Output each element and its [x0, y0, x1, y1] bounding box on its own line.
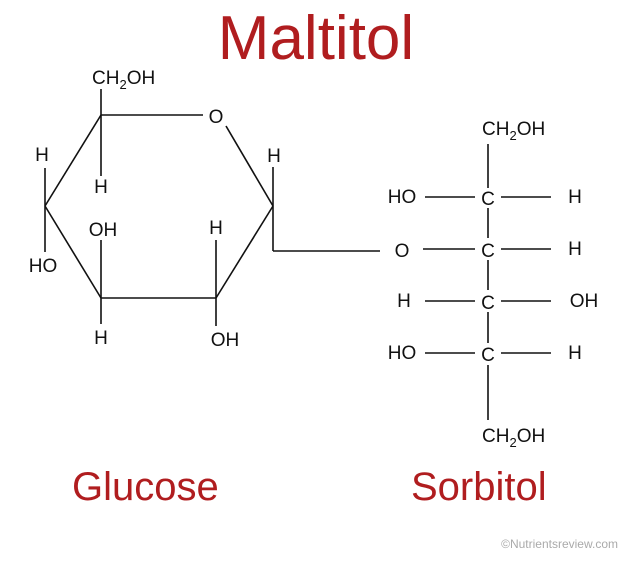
carbon-label: C	[481, 189, 495, 210]
c4-ho-label: HO	[29, 256, 58, 277]
sorbitol-label: Sorbitol	[411, 465, 547, 509]
ring-oxygen-label: O	[209, 107, 224, 128]
c3-oh-label: OH	[89, 220, 118, 241]
c4-h-label: H	[35, 145, 49, 166]
ch2oh-top-left-label: CH2OH	[92, 68, 155, 92]
linkage-oxygen-label: O	[395, 241, 410, 262]
c5-h-label: H	[94, 177, 108, 198]
title: Maltitol	[217, 4, 415, 73]
ch2oh-bottom-right-label: CH2OH	[482, 426, 545, 450]
c1-h-label: H	[267, 146, 281, 167]
ring-bond-o-c1	[225, 125, 274, 207]
row4-right-label: H	[568, 343, 582, 364]
row1-right-label: H	[568, 187, 582, 208]
carbon-label: C	[481, 241, 495, 262]
carbon-label: C	[481, 293, 495, 314]
carbon-label: C	[481, 345, 495, 366]
ring-bond-c4-c5	[44, 114, 102, 207]
bonds	[44, 89, 551, 420]
row1-left-label: HO	[388, 187, 417, 208]
ring-bond-c1-c2	[215, 205, 274, 299]
glucose-label: Glucose	[72, 465, 219, 509]
c2-h-label: H	[209, 218, 223, 239]
row3-right-label: OH	[570, 291, 599, 312]
credit-text: ©Nutrientsreview.com	[501, 537, 618, 551]
row3-left-label: H	[397, 291, 411, 312]
row2-right-label: H	[568, 239, 582, 260]
c2-oh-label: OH	[211, 330, 240, 351]
row4-left-label: HO	[388, 343, 417, 364]
ch2oh-top-right-label: CH2OH	[482, 119, 545, 143]
ring-bond-c3-c4	[44, 205, 102, 299]
atom-labels: O CH2OH H H HO OH H H OH H O CH2OH CH2OH…	[29, 68, 599, 450]
c3-h-label: H	[94, 328, 108, 349]
